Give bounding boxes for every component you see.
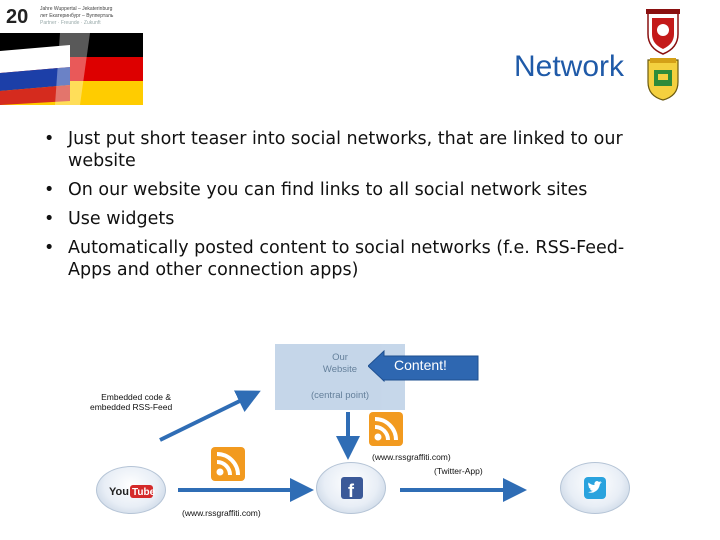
content-callout <box>368 350 479 382</box>
twitter-node <box>560 462 630 514</box>
bullet-list: Just put short teaser into social networ… <box>44 128 644 288</box>
bullet-item: Just put short teaser into social networ… <box>44 128 644 172</box>
embedded-label-line-2: embedded RSS-Feed <box>90 402 173 412</box>
website-label-line-1: Our <box>332 352 348 363</box>
rss-icon <box>369 412 403 446</box>
rss-glyph <box>374 417 398 441</box>
svg-text:You: You <box>109 486 129 498</box>
rssgraffiti-label-1: (www.rssgraffiti.com) <box>372 452 451 462</box>
flags-graphic <box>0 33 143 105</box>
caption-line-2: лет Екатеринбург – Вупперталь <box>40 13 114 19</box>
svg-text:Tube: Tube <box>132 487 156 498</box>
rssgraffiti-label-2: (www.rssgraffiti.com) <box>182 508 261 518</box>
city-crests <box>646 9 680 101</box>
youtube-node: You Tube <box>96 466 166 514</box>
anniversary-caption: Jahre Wuppertal – Jekaterinburg лет Екат… <box>40 6 113 27</box>
embedded-label-line-1: Embedded code & <box>101 392 172 402</box>
twitter-app-label: (Twitter-App) <box>434 466 483 476</box>
website-label: Our Website <box>275 352 405 376</box>
bullet-item: Use widgets <box>44 208 644 230</box>
svg-text:f: f <box>348 481 355 501</box>
central-point-label: (central point) <box>310 390 370 401</box>
youtube-logo: You Tube <box>109 485 156 498</box>
caption-line-1: Jahre Wuppertal – Jekaterinburg <box>40 6 113 12</box>
website-label-line-2: Website <box>322 364 358 375</box>
embedded-label: Embedded code & embedded RSS-Feed <box>90 392 172 412</box>
slide-title: Network <box>513 50 624 83</box>
arrow-to-website <box>159 390 261 442</box>
content-label: Content! <box>394 357 447 373</box>
bullet-item: Automatically posted content to social n… <box>44 237 644 281</box>
facebook-icon: f <box>341 477 363 501</box>
twitter-icon <box>584 477 606 499</box>
facebook-node: f <box>316 462 386 514</box>
rss-icon <box>211 447 245 481</box>
rss-glyph <box>216 452 240 476</box>
caption-line-3: Partner · Freunde · Zukunft <box>40 20 101 26</box>
bullet-item: On our website you can find links to all… <box>44 179 644 201</box>
anniversary-number: 20 <box>6 6 29 28</box>
